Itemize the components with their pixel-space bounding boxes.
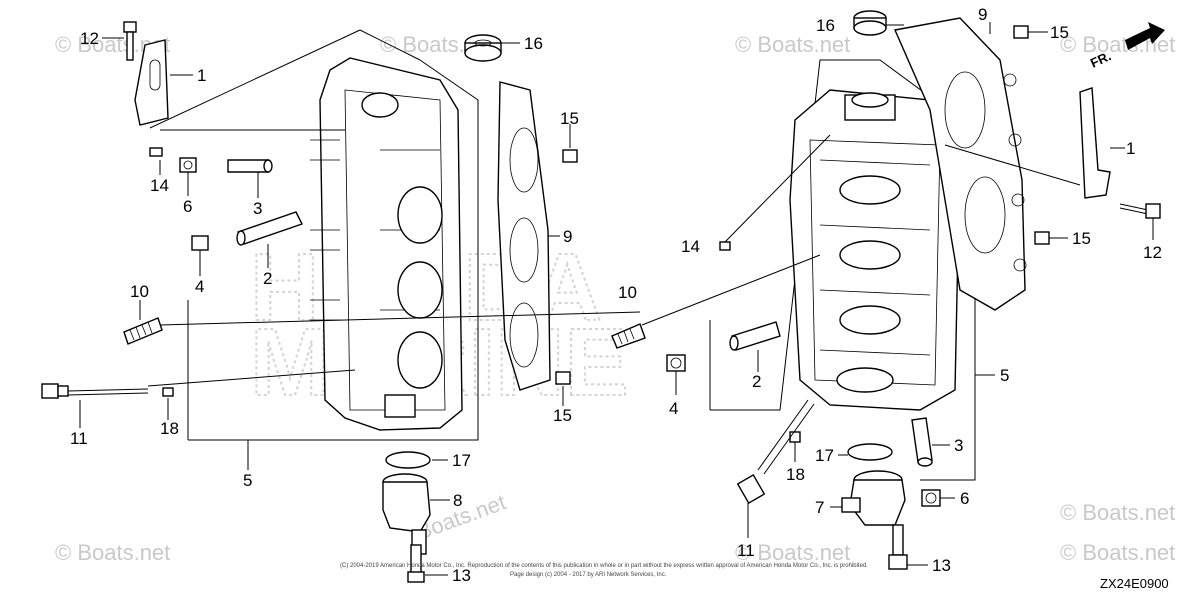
dowel-15-left-bottom bbox=[555, 371, 571, 385]
plug-6-left bbox=[179, 157, 197, 173]
callout-9: 9 bbox=[563, 227, 572, 246]
callout-3: 3 bbox=[253, 199, 262, 218]
plug-4-right bbox=[666, 354, 686, 372]
callout-7: 7 bbox=[815, 498, 824, 517]
o-ring-17-right bbox=[847, 443, 893, 461]
callout-18: 18 bbox=[160, 419, 179, 438]
valve-guide-2-right bbox=[729, 321, 781, 351]
diagram-code: ZX24E0900 bbox=[1100, 576, 1169, 591]
callout-9: 9 bbox=[978, 5, 987, 24]
cylinder-head-right bbox=[789, 89, 961, 411]
callout-15: 15 bbox=[560, 109, 579, 128]
callout-12: 12 bbox=[80, 29, 99, 48]
plug-6-right bbox=[921, 489, 941, 507]
valve-guide-2-left bbox=[236, 211, 303, 246]
left-cylinder-head-assembly: 12 1 16 14 6 3 2 4 10 11 18 5 17 8 13 9 … bbox=[41, 21, 641, 585]
pin-18-right bbox=[789, 431, 801, 443]
bolt-11-left bbox=[41, 383, 149, 399]
callout-15: 15 bbox=[1050, 23, 1069, 42]
callout-15: 15 bbox=[553, 406, 572, 425]
bracket-1-right bbox=[1079, 87, 1111, 199]
dowel-14-right bbox=[719, 241, 731, 251]
plug-4-left bbox=[191, 235, 209, 251]
bracket-line bbox=[149, 29, 361, 129]
callout-11: 11 bbox=[70, 429, 88, 448]
bolt-13-right bbox=[888, 524, 908, 570]
callout-2: 2 bbox=[752, 372, 761, 391]
watermark: © Boats.net bbox=[735, 540, 850, 565]
callout-6: 6 bbox=[183, 197, 192, 216]
callout-6: 6 bbox=[960, 489, 969, 508]
callout-17: 17 bbox=[452, 451, 471, 470]
callout-1: 1 bbox=[1126, 139, 1135, 158]
dowel-15-right-bottom bbox=[1034, 231, 1050, 245]
thermostat-housing-7-right bbox=[841, 470, 906, 526]
spring-10-right bbox=[611, 323, 646, 349]
watermark: © Boats.net bbox=[1060, 500, 1175, 525]
leader-lines-right bbox=[641, 22, 1154, 566]
callout-13: 13 bbox=[932, 556, 951, 575]
watermark: © Boats.net bbox=[55, 540, 170, 565]
dowel-14-left bbox=[149, 147, 163, 157]
callout-11: 11 bbox=[737, 541, 755, 560]
cylinder-head-left bbox=[310, 57, 463, 431]
bolt-11-right bbox=[736, 399, 815, 504]
gasket-9-left bbox=[497, 81, 551, 391]
callout-3: 3 bbox=[954, 436, 963, 455]
dowel-15-left-top bbox=[562, 149, 578, 163]
callout-5: 5 bbox=[1000, 366, 1009, 385]
copyright-page-design: Page design (c) 2004 - 2017 by ARI Netwo… bbox=[510, 572, 667, 578]
spring-10-left bbox=[123, 317, 163, 345]
o-ring-17-left bbox=[385, 451, 431, 469]
right-cylinder-head-assembly: FR. bbox=[611, 5, 1165, 575]
bolt-12-left bbox=[123, 21, 137, 61]
dowel-15-right-top bbox=[1013, 25, 1029, 39]
valve-guide-3-right bbox=[911, 417, 933, 467]
callout-2: 2 bbox=[263, 269, 272, 288]
bracket-1-left bbox=[134, 39, 169, 126]
callout-4: 4 bbox=[195, 277, 204, 296]
callout-10: 10 bbox=[130, 282, 149, 301]
callout-15: 15 bbox=[1072, 229, 1091, 248]
bracket-line bbox=[188, 59, 479, 441]
callout-16: 16 bbox=[816, 16, 835, 35]
pin-18-left bbox=[162, 387, 174, 397]
bracket-line bbox=[710, 59, 976, 481]
callout-14: 14 bbox=[150, 176, 169, 195]
oil-seal-16-left bbox=[464, 34, 502, 62]
callout-14: 14 bbox=[681, 237, 700, 256]
bolt-13-left bbox=[407, 544, 425, 583]
callout-5: 5 bbox=[243, 471, 252, 490]
callout-12: 12 bbox=[1143, 243, 1162, 262]
callout-18: 18 bbox=[786, 465, 805, 484]
oil-seal-16-right bbox=[853, 10, 887, 36]
bolt-12-right bbox=[1119, 203, 1161, 219]
callout-16: 16 bbox=[524, 34, 543, 53]
callout-4: 4 bbox=[669, 399, 678, 418]
copyright-notice: (C) 2004-2019 American Honda Motor Co., … bbox=[340, 563, 868, 569]
thermostat-housing-8-left bbox=[382, 473, 431, 555]
watermark: © Boats.net bbox=[1060, 540, 1175, 565]
callout-10: 10 bbox=[618, 283, 637, 302]
bracket-line bbox=[359, 29, 421, 61]
callout-8: 8 bbox=[453, 491, 462, 510]
callout-17: 17 bbox=[815, 446, 834, 465]
watermark: © Boats.net bbox=[735, 32, 850, 57]
valve-guide-3-left bbox=[227, 159, 273, 173]
callout-13: 13 bbox=[452, 566, 471, 585]
callout-1: 1 bbox=[197, 66, 206, 85]
gasket-9-right bbox=[894, 17, 1027, 311]
leader-lines-left bbox=[79, 37, 641, 576]
